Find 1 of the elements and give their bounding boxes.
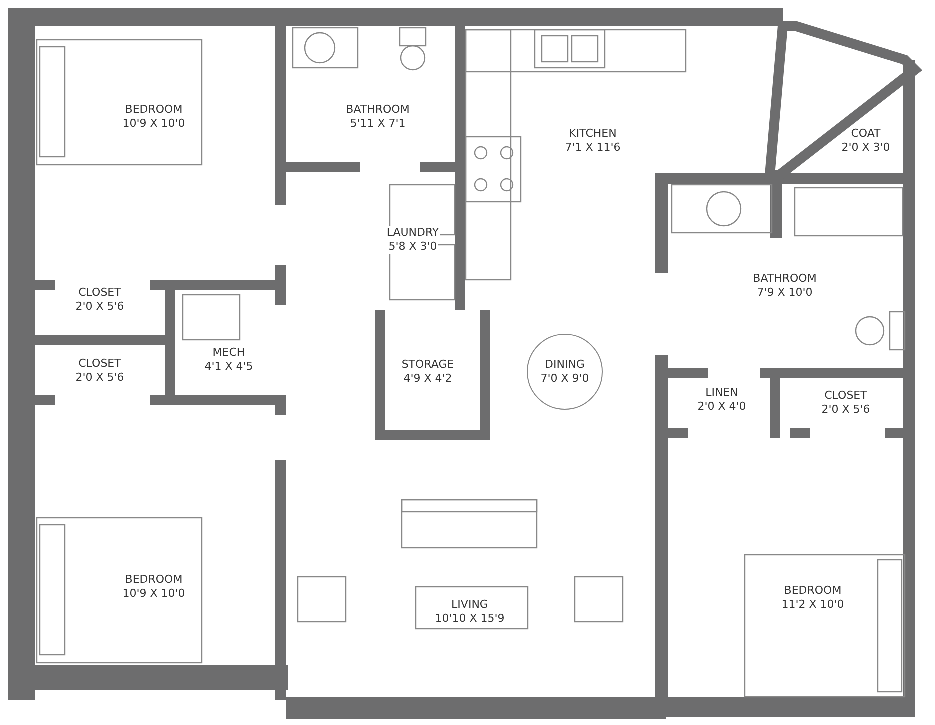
room-dimensions: 5'8 X 3'0 bbox=[388, 240, 438, 254]
